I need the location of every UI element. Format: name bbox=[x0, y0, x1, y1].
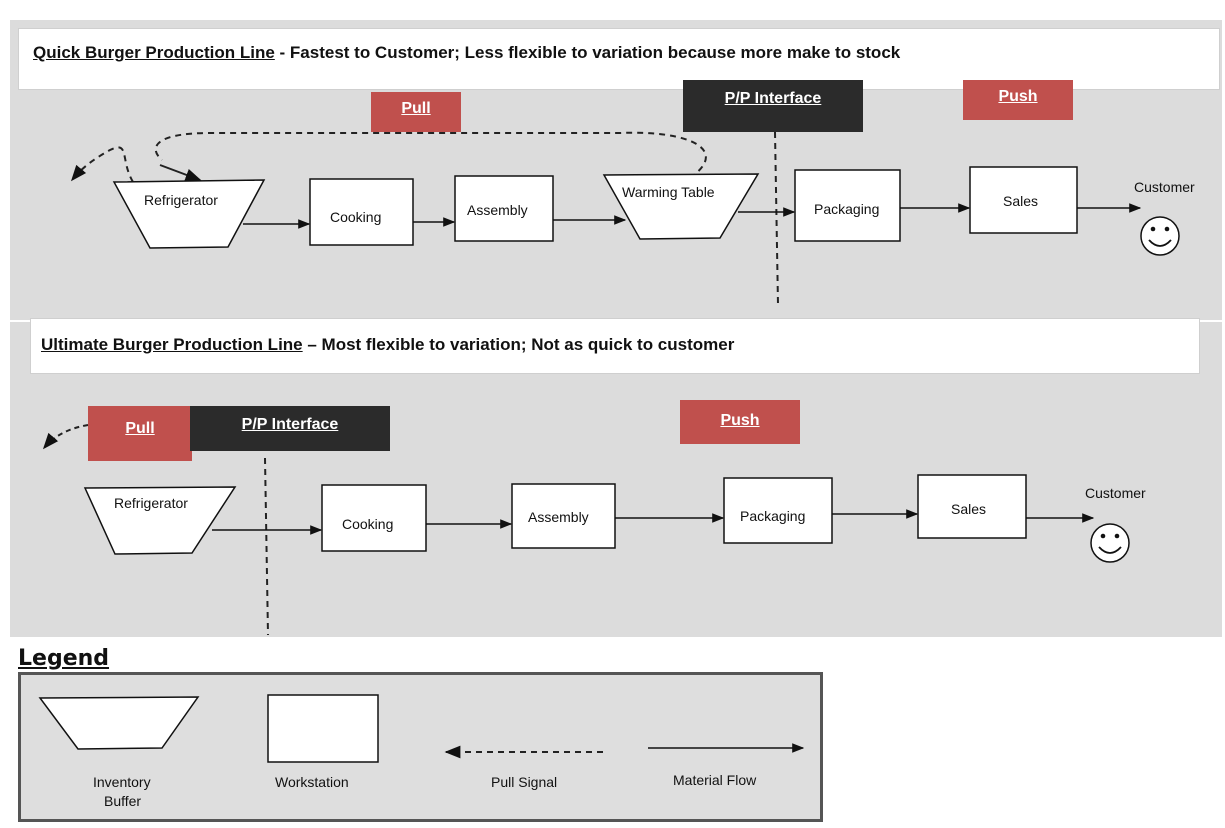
legend-inventory-buffer-shape bbox=[38, 696, 200, 750]
quick-warming-table-buffer bbox=[602, 173, 760, 240]
quick-pull-tag: Pull bbox=[371, 92, 461, 132]
ultimate-sales-label: Sales bbox=[951, 501, 986, 517]
ultimate-customer-label: Customer bbox=[1085, 485, 1146, 501]
quick-assembly-workstation bbox=[454, 175, 554, 242]
quick-cooking-workstation bbox=[309, 178, 414, 246]
ultimate-pp-interface-tag: P/P Interface bbox=[190, 406, 390, 451]
quick-refrigerator-label: Refrigerator bbox=[144, 192, 218, 208]
quick-packaging-label: Packaging bbox=[814, 201, 879, 217]
quick-pull-signal-left bbox=[70, 146, 134, 183]
ultimate-cooking-workstation bbox=[321, 484, 427, 552]
ultimate-pull-tag: Pull bbox=[88, 406, 192, 461]
quick-line-diagram: Refrigerator Cooking Assembly Warming Ta… bbox=[70, 131, 1195, 306]
quick-pull-signal-long bbox=[154, 131, 707, 179]
legend-workstation-label: Workstation bbox=[275, 774, 349, 790]
quick-push-tag: Push bbox=[963, 80, 1073, 120]
quick-cooking-label: Cooking bbox=[330, 209, 381, 225]
quick-pp-divider bbox=[774, 131, 779, 306]
ultimate-cooking-label: Cooking bbox=[342, 516, 393, 532]
ultimate-line-diagram: Refrigerator Cooking Assembly Packaging … bbox=[42, 424, 1146, 636]
ultimate-assembly-workstation bbox=[511, 483, 616, 549]
quick-refrigerator-buffer bbox=[112, 179, 266, 249]
ultimate-pull-signal bbox=[42, 424, 89, 450]
ultimate-push-tag: Push bbox=[680, 400, 800, 444]
quick-sales-workstation bbox=[969, 166, 1078, 234]
quick-sales-label: Sales bbox=[1003, 193, 1038, 209]
quick-pp-interface-tag: P/P Interface bbox=[683, 80, 863, 132]
quick-customer-label: Customer bbox=[1134, 179, 1195, 195]
legend-material-flow-label: Material Flow bbox=[673, 772, 757, 788]
ultimate-refrigerator-label: Refrigerator bbox=[114, 495, 188, 511]
quick-line-title: Quick Burger Production Line - Fastest t… bbox=[18, 28, 1220, 90]
ultimate-pp-divider bbox=[264, 457, 269, 636]
legend-workstation-shape bbox=[267, 694, 379, 763]
quick-packaging-workstation bbox=[794, 169, 901, 242]
quick-customer-smiley-icon bbox=[1140, 216, 1180, 256]
ultimate-packaging-workstation bbox=[723, 477, 833, 544]
quick-assembly-label: Assembly bbox=[467, 202, 528, 218]
quick-warming-table-label: Warming Table bbox=[622, 184, 715, 200]
ultimate-packaging-label: Packaging bbox=[740, 508, 805, 524]
ultimate-sales-workstation bbox=[917, 474, 1027, 539]
legend-inventory-label-2: Buffer bbox=[104, 793, 141, 809]
ultimate-customer-smiley-icon bbox=[1090, 523, 1130, 563]
quick-line-title-main: Quick Burger Production Line bbox=[33, 43, 275, 62]
legend-pull-signal-label: Pull Signal bbox=[491, 774, 557, 790]
legend-inventory-label-1: Inventory bbox=[93, 774, 151, 790]
legend-title: Legend bbox=[18, 646, 110, 671]
quick-line-title-rest: - Fastest to Customer; Less flexible to … bbox=[274, 43, 901, 62]
ultimate-line-title: Ultimate Burger Production Line – Most f… bbox=[30, 318, 1200, 374]
ultimate-line-title-rest: – Most flexible to variation; Not as qui… bbox=[302, 335, 735, 354]
ultimate-line-title-main: Ultimate Burger Production Line bbox=[41, 335, 303, 354]
ultimate-refrigerator-buffer bbox=[83, 486, 237, 555]
quick-pull-signal-arrow bbox=[159, 164, 202, 181]
ultimate-assembly-label: Assembly bbox=[528, 509, 589, 525]
